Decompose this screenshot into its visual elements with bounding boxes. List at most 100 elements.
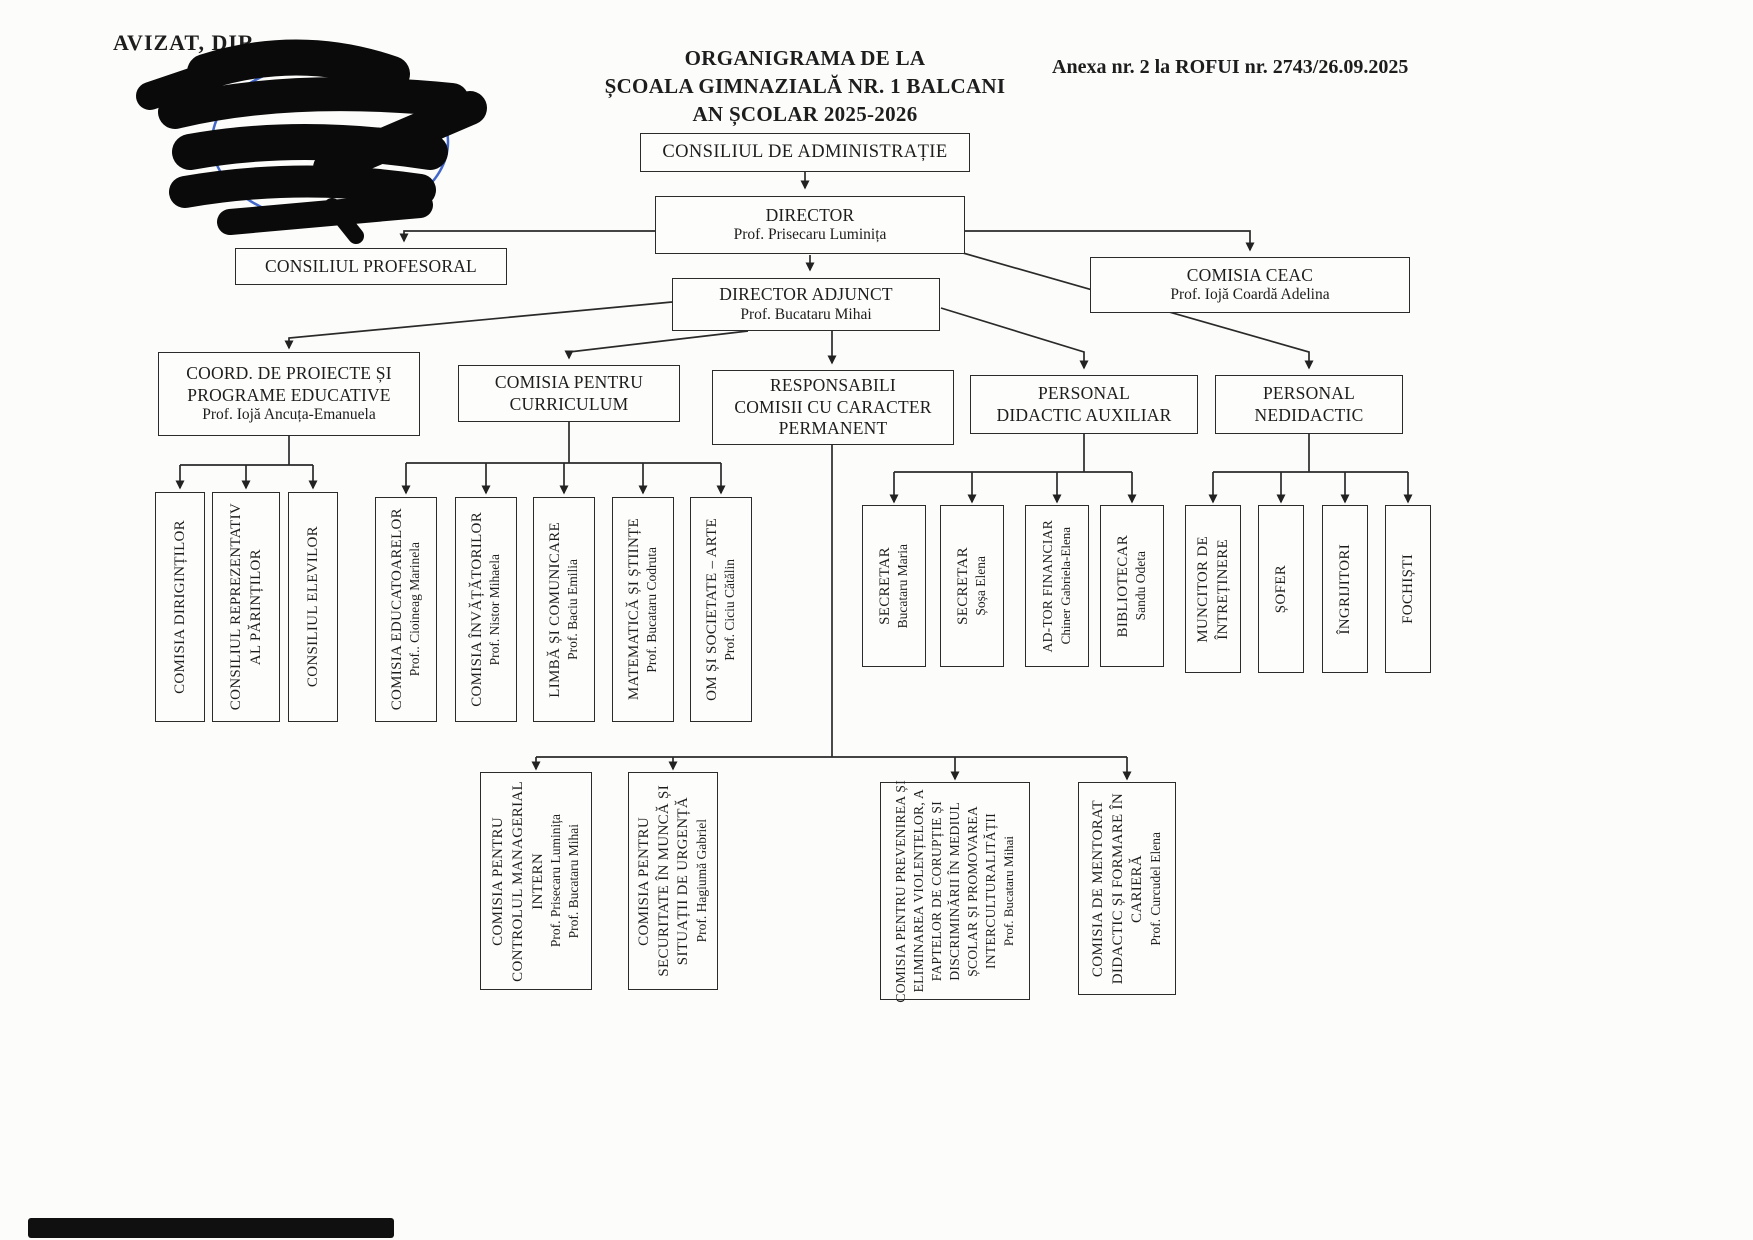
node-consiliul-de-administratie: CONSILIUL DE ADMINISTRAȚIE (640, 133, 970, 172)
node-title: SECURITATE ÎN MUNCĂ ȘI (655, 785, 672, 977)
node-title: COMISIA EDUCATOARELOR (388, 508, 405, 711)
node-person: Prof. Bucataru Codruta (644, 546, 660, 673)
node-consiliul-reprezentativ-al-parintilor: CONSILIUL REPREZENTATIV AL PĂRINȚILOR (212, 492, 280, 722)
node-title: ÎNGRIJITORI (1336, 543, 1353, 635)
node-title: BIBLIOTECAR (1114, 534, 1131, 638)
node-sofer: ȘOFER (1258, 505, 1304, 673)
node-person: Prof. Curcudel Elena (1148, 831, 1164, 946)
node-title: COMISIA PENTRU (635, 816, 652, 946)
node-title: LIMBĂ ȘI COMUNICARE (546, 521, 563, 698)
node-title: CONSILIUL PROFESORAL (265, 255, 477, 276)
node-person: Prof. Iojă Coardă Adelina (1170, 286, 1330, 304)
node-title: MUNCITOR DE (1194, 535, 1211, 643)
node-title: COORD. DE PROIECTE ȘI (186, 363, 392, 384)
node-comisia-invatatorilor: COMISIA ÎNVĂȚĂTORILOR Prof. Nistor Mihae… (455, 497, 517, 722)
node-person: Prof. Nistor Mihaela (487, 553, 503, 666)
page-title-line: AN ȘCOLAR 2025-2026 (692, 102, 918, 126)
node-title: DIDACTIC AUXILIAR (996, 404, 1172, 425)
redaction-scribble (136, 39, 487, 244)
node-person: Șoșa Elena (973, 556, 989, 616)
node-responsabili-comisii-permanente: RESPONSABILI COMISII CU CARACTER PERMANE… (712, 370, 954, 445)
node-title: SECRETAR (954, 547, 971, 625)
node-person: Prof. Prisecaru Luminița (548, 814, 564, 948)
node-comisia-pentru-curriculum: COMISIA PENTRU CURRICULUM (458, 365, 680, 422)
node-title: COMISIA PENTRU (490, 816, 506, 946)
node-comisia-control-managerial-intern: COMISIA PENTRU CONTROLUL MANAGERIAL INTE… (480, 772, 592, 990)
node-director-adjunct: DIRECTOR ADJUNCT Prof. Bucataru Mihai (672, 278, 940, 331)
node-title: AL PĂRINȚILOR (247, 548, 264, 666)
node-title: COMISIA ÎNVĂȚĂTORILOR (468, 512, 485, 707)
node-title: PROGRAME EDUCATIVE (187, 384, 391, 405)
node-title: INTERN (529, 852, 546, 910)
node-title: MATEMATICĂ ȘI ȘTIINȚE (625, 518, 642, 701)
node-person: Sandu Odeta (1133, 551, 1149, 621)
node-comisia-securitate-munca-urgenta: COMISIA PENTRU SECURITATE ÎN MUNCĂ ȘI SI… (628, 772, 718, 990)
node-consiliul-elevilor: CONSILIUL ELEVILOR (288, 492, 338, 722)
node-title: NEDIDACTIC (1254, 404, 1364, 425)
node-matematica-si-stiinte: MATEMATICĂ ȘI ȘTIINȚE Prof. Bucataru Cod… (612, 497, 674, 722)
node-person: Prof. Hagiumă Gabriel (694, 819, 710, 943)
node-comisia-mentorat-didactic: COMISIA DE MENTORAT DIDACTIC ȘI FORMARE … (1078, 782, 1176, 995)
node-title: DISCRIMINĂRII ÎN MEDIUL (946, 801, 962, 981)
node-title: CARIERĂ (1129, 854, 1146, 923)
node-title: ÎNTREȚINERE (1214, 538, 1231, 640)
node-comisia-educatoarelor: COMISIA EDUCATOARELOR Prof.. Cioineag Ma… (375, 497, 437, 722)
node-title: FAPTELOR DE CORUPȚIE ȘI (929, 800, 944, 982)
node-title: ȘOFER (1272, 564, 1289, 614)
node-person: Prof.. Cioineag Marinela (407, 542, 423, 677)
node-title: COMISIA CEAC (1186, 264, 1314, 285)
page-title-line: ORGANIGRAMA DE LA (684, 46, 926, 70)
page-title-line: ȘCOALA GIMNAZIALĂ NR. 1 BALCANI (604, 74, 1006, 98)
node-title: OM ȘI SOCIETATE – ARTE (703, 518, 720, 701)
node-personal-nedidactic: PERSONAL NEDIDACTIC (1215, 375, 1403, 434)
node-person: Prof. Bucataru Mihai (740, 305, 872, 323)
node-director: DIRECTOR Prof. Prisecaru Luminița (655, 196, 965, 254)
node-person: Chiner Gabriela-Elena (1057, 527, 1073, 645)
node-comisia-ceac: COMISIA CEAC Prof. Iojă Coardă Adelina (1090, 257, 1410, 313)
node-title: COMISIA PENTRU (494, 372, 644, 393)
node-person: Prof. Baciu Emilia (565, 559, 581, 660)
node-comisia-dirigintilor: COMISIA DIRIGINȚILOR (155, 492, 205, 722)
node-person: Prof. Prisecaru Luminița (733, 226, 887, 244)
node-secretar-1: SECRETAR Bucataru Maria (862, 505, 926, 667)
node-coord-proiecte-programe-educative: COORD. DE PROIECTE ȘI PROGRAME EDUCATIVE… (158, 352, 420, 436)
node-comisia-prevenire-violente-coruptie: COMISIA PENTRU PREVENIREA ȘI ELIMINAREA … (880, 779, 1030, 1003)
anexa-reference: Anexa nr. 2 la ROFUI nr. 2743/26.09.2025 (1052, 56, 1409, 78)
node-fochisti: FOCHIȘTI (1385, 505, 1431, 673)
node-title: SECRETAR (876, 547, 893, 625)
node-title: SITUAȚII DE URGENȚĂ (675, 796, 692, 966)
node-title: ELIMINAREA VIOLENȚELOR, A (911, 789, 927, 993)
node-title: CONSILIUL REPREZENTATIV (227, 503, 244, 711)
node-person: Prof. Bucataru Mihai (566, 823, 582, 939)
node-title: ȘCOLAR ȘI PROMOVAREA (964, 805, 980, 977)
page-title: ORGANIGRAMA DE LA ȘCOALA GIMNAZIALĂ NR. … (595, 44, 1015, 128)
node-person: Bucataru Maria (895, 543, 911, 629)
node-title: AD-TOR FINANCIAR (1039, 519, 1055, 653)
node-person: Prof. Ciciu Cătălin (722, 558, 738, 661)
node-title: DIRECTOR ADJUNCT (719, 284, 893, 305)
node-consiliul-profesoral: CONSILIUL PROFESORAL (235, 248, 507, 285)
node-title: PERSONAL (1037, 383, 1131, 404)
node-title: CONSILIUL ELEVILOR (304, 526, 321, 688)
node-person: Prof. Iojă Ancuța-Emanuela (202, 405, 376, 423)
avizat-label: AVIZAT, DIR (113, 30, 255, 55)
node-title: FOCHIȘTI (1399, 554, 1416, 624)
node-adtor-financiar: AD-TOR FINANCIAR Chiner Gabriela-Elena (1025, 505, 1089, 667)
node-secretar-2: SECRETAR Șoșa Elena (940, 505, 1004, 667)
node-title: COMISIA DIRIGINȚILOR (171, 520, 188, 694)
node-title: COMISIA PENTRU PREVENIREA ȘI (893, 779, 909, 1003)
node-title: INTERCULTURALITĂȚII (982, 813, 998, 969)
node-title: CURRICULUM (509, 393, 629, 414)
node-title: RESPONSABILI (770, 375, 896, 396)
node-personal-didactic-auxiliar: PERSONAL DIDACTIC AUXILIAR (970, 375, 1198, 434)
node-title: DIRECTOR (765, 204, 855, 225)
node-title: PERSONAL (1262, 383, 1356, 404)
node-om-si-societate-arte: OM ȘI SOCIETATE – ARTE Prof. Ciciu Cătăl… (690, 497, 752, 722)
node-bibliotecar: BIBLIOTECAR Sandu Odeta (1100, 505, 1164, 667)
node-limba-si-comunicare: LIMBĂ ȘI COMUNICARE Prof. Baciu Emilia (533, 497, 595, 722)
node-title: COMISII CU CARACTER (734, 396, 932, 417)
node-title: PERMANENT (778, 418, 888, 439)
node-title: CONTROLUL MANAGERIAL (509, 780, 526, 982)
node-ingrijitori: ÎNGRIJITORI (1322, 505, 1368, 673)
